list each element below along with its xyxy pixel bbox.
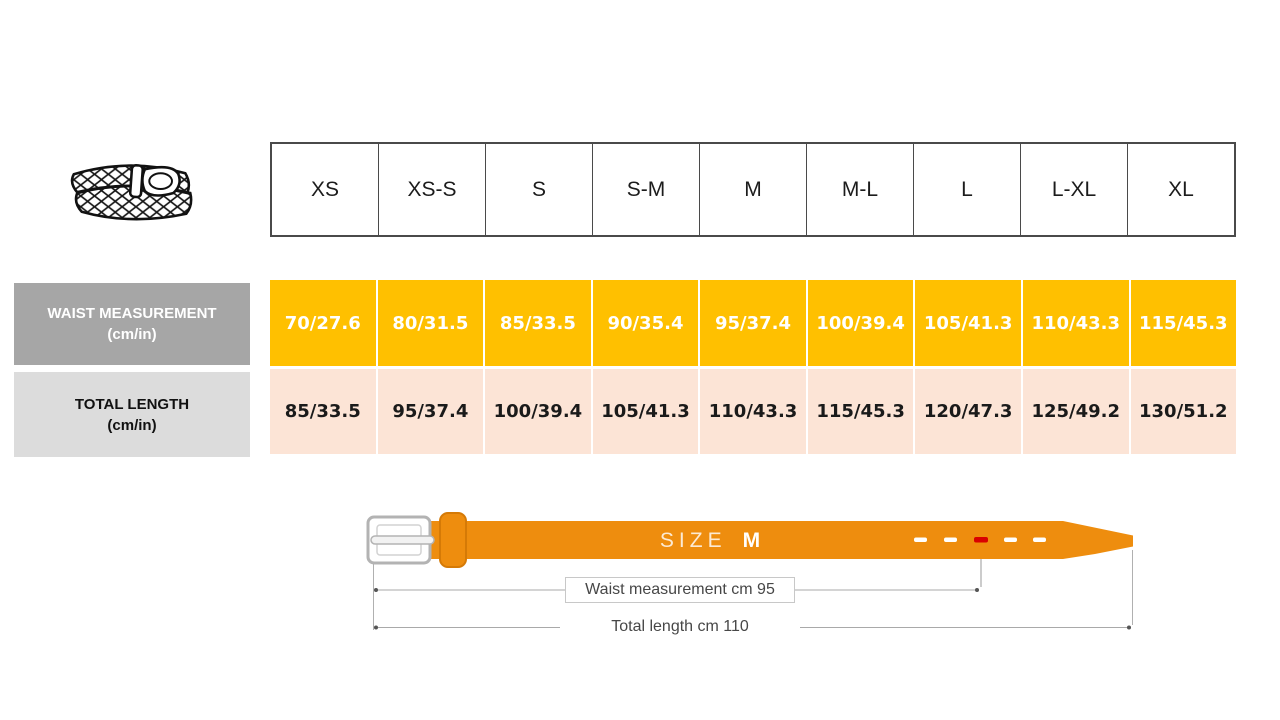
- total-length-label: TOTAL LENGTH (cm/in): [14, 372, 250, 457]
- waist-value-cell: 100/39.4: [807, 280, 914, 366]
- waist-value-cell: 110/43.3: [1022, 280, 1129, 366]
- size-header-cell: S-M: [593, 144, 700, 235]
- total-length-caption: Total length cm 110: [560, 616, 800, 638]
- length-value-cell: 130/51.2: [1130, 369, 1237, 454]
- length-value-cell: 110/43.3: [700, 369, 806, 454]
- length-value-cell: 100/39.4: [485, 369, 591, 454]
- length-label-line2: (cm/in): [107, 416, 157, 434]
- size-header-cell: XS: [272, 144, 379, 235]
- size-header-cell: L: [914, 144, 1021, 235]
- length-label-line1: TOTAL LENGTH: [74, 395, 190, 413]
- size-header-cell: L-XL: [1021, 144, 1128, 235]
- size-header-cell: XL: [1168, 177, 1194, 201]
- waist-value-cell: 95/37.4: [700, 280, 806, 366]
- waist-value-cell: 115/45.3: [1130, 280, 1237, 366]
- waist-value-cell: 90/35.4: [592, 280, 699, 366]
- size-header-cell: XS-S: [379, 144, 486, 235]
- length-value-cell: 95/37.4: [377, 369, 484, 454]
- waist-value-cell: 105/41.3: [915, 280, 1021, 366]
- length-value-cell: 115/45.3: [807, 369, 914, 454]
- belt-measurement-diagram: [366, 512, 1133, 630]
- waist-measurement-label: WAIST MEASUREMENT (cm/in): [14, 283, 250, 365]
- length-value-cell: 125/49.2: [1022, 369, 1129, 454]
- length-value-cell: 85/33.5: [270, 369, 376, 454]
- length-value-cell: 120/47.3: [915, 369, 1021, 454]
- selected-hole-marker: [974, 537, 988, 543]
- waist-value-cell: 80/31.5: [377, 280, 484, 366]
- waist-label-line1: WAIST MEASUREMENT: [47, 305, 217, 322]
- size-word: SIZE: [659, 529, 727, 552]
- size-header-cell: S: [486, 144, 593, 235]
- waist-value-cell: 85/33.5: [485, 280, 591, 366]
- length-value-cell: 105/41.3: [592, 369, 699, 454]
- size-header-cell: M-L: [807, 144, 914, 235]
- belt-size-text: SIZE M: [620, 527, 800, 555]
- belt-strap: [425, 521, 1133, 559]
- size-header-cell: M: [700, 144, 807, 235]
- waist-measurement-caption: Waist measurement cm 95: [565, 577, 795, 603]
- waist-value-cell: 70/27.6: [270, 280, 376, 366]
- braided-belt-icon: [60, 152, 208, 230]
- size-value: M: [742, 529, 761, 552]
- waist-label-line2: (cm/in): [107, 326, 157, 343]
